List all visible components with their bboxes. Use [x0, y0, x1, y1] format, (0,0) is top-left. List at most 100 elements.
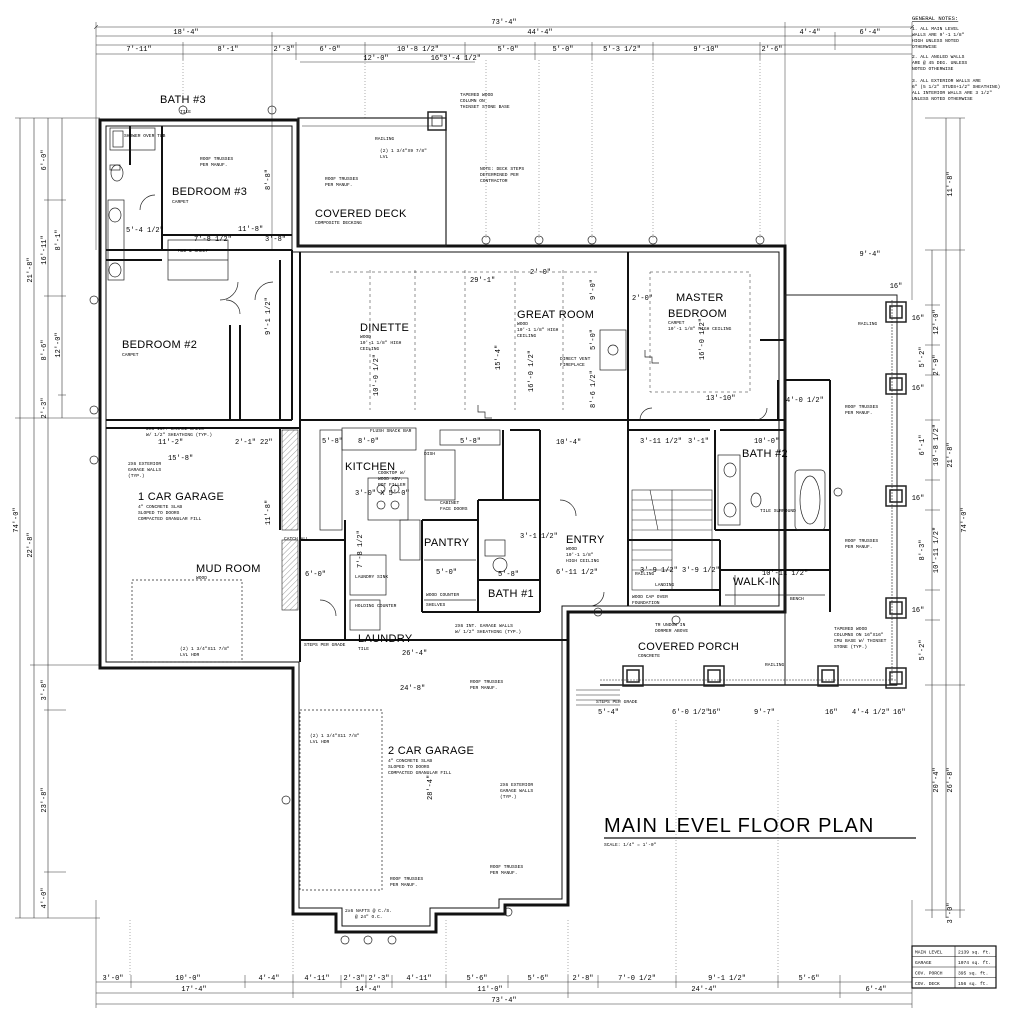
dim-text: 8'-6"	[41, 339, 49, 360]
note-ceiling: WOOD	[517, 321, 528, 327]
note-walls: W/ 1/2" SHEATHING (TYP.)	[455, 629, 521, 635]
drawing-scale: SCALE: 1/4" = 1'-0"	[604, 842, 657, 848]
dim-text: 6'-0"	[319, 46, 340, 54]
dim-interior: 9'-1 1/2"	[265, 297, 273, 335]
dim-text: 3'-0"	[947, 902, 955, 923]
note-kitchen: POT FILLER	[378, 482, 406, 488]
note-header: (2) 1 3/4"X9 7/8"	[380, 148, 427, 154]
note-walkin: BENCH	[790, 596, 804, 602]
room-bedroom-3: BEDROOM #3	[172, 186, 247, 198]
note-line: NOTED OTHERWISE	[912, 66, 954, 72]
note-ceiling: WOOD	[360, 334, 371, 340]
dim-interior: 16"	[708, 709, 721, 717]
dim-text: 16"	[912, 385, 925, 393]
note-carpet: CARPET	[172, 199, 189, 205]
left-dimensions: 74'-0" 21'-8" 22'-8" 6'-0" 16'-11" 8'-1"…	[13, 149, 63, 908]
dim-interior: 3'-1"	[688, 438, 709, 446]
dim-text: 4'-4"	[799, 29, 820, 37]
dim-text: 8'-1"	[217, 46, 238, 54]
room-pantry: PANTRY	[424, 537, 470, 549]
note-mud: CATCH ALL	[284, 536, 309, 542]
interior-walls	[106, 126, 831, 662]
dim-text: 2'-9"	[933, 354, 941, 375]
note-kitchen: FACE DOORS	[440, 506, 468, 512]
note-line: 3. ALL EXTERIOR WALLS ARE	[912, 78, 981, 84]
dim-text: 5'-3 1/2"	[603, 46, 641, 54]
note-ceiling: CEILING	[360, 346, 380, 352]
dim-interior: 16'-0 1/2"	[528, 350, 536, 392]
dim-text: 5'-6"	[466, 975, 487, 983]
fixtures	[89, 105, 843, 945]
note-deck: NOTE: DECK STEPS	[480, 166, 524, 172]
area-value: 1074 sq. ft.	[958, 960, 991, 966]
note-kitchen: CABINET	[440, 500, 460, 506]
dim-interior: 13'-10"	[706, 395, 735, 403]
dim-interior: 8'-0"	[358, 438, 379, 446]
dim-text: 2'-6"	[761, 46, 782, 54]
note-line: UNLESS NOTED OTHERWISE	[912, 96, 973, 102]
note-closet: MUD & SHELF	[178, 248, 209, 254]
note-stair: WOOD CAP OVER	[632, 594, 668, 600]
dim-text: 17'-4"	[181, 986, 206, 994]
right-dimensions: 74'-0" 11'-8" 21'-8" 20'-4" 26'-8" 3'-0"…	[859, 171, 969, 923]
note-line: HIGH UNLESS NOTED	[912, 38, 959, 44]
dim-interior: 6'-0 1/2"	[672, 709, 710, 717]
note-kitchen: COOKTOP W/	[378, 470, 406, 476]
note-laundry: HOLDING COUNTER	[355, 603, 397, 609]
area-value: 395 sq. ft.	[958, 971, 988, 977]
dim-interior: 15'-8"	[168, 455, 193, 463]
note-header: (2) 1 3/4"X11 7/8"	[180, 646, 230, 652]
note-pantry: SHELVES	[426, 602, 446, 608]
dim-interior: 2'-0"	[632, 295, 653, 303]
dim-interior: 3'-1 1/2"	[520, 533, 558, 541]
note-walls: 2X6 EXTERIOR	[500, 782, 533, 788]
top-dimensions: 73'-4" 18'-4" 44'-4" 4'-4" 6'-4" 7'-11" …	[126, 19, 880, 63]
note-walls: (TYP.)	[500, 794, 517, 800]
dim-text: 8'-1"	[55, 229, 63, 250]
note-trusses: PER MANUF.	[490, 870, 518, 876]
dim-interior: 7'-8 1/2"	[194, 236, 232, 244]
room-mud-room: MUD ROOM	[196, 563, 261, 575]
dim-text: 6'-4"	[865, 986, 886, 994]
note-slab: SLOPED TO DOORS	[138, 510, 180, 516]
dim-text: 16"	[912, 315, 925, 323]
note-ceiling: 10'-1 1/8" HIGH CEILING	[668, 326, 732, 332]
dim-top-overall: 73'-4"	[491, 19, 516, 27]
dim-text: 20'-4"	[933, 767, 941, 792]
room-covered-porch: COVERED PORCH	[638, 641, 739, 653]
dim-text: 4'-11"	[304, 975, 329, 983]
dim-text: 74'-0"	[13, 507, 21, 532]
note-column: CMU BASE W/ THINSET	[834, 638, 887, 644]
note-stair: RAILING	[635, 571, 655, 577]
dim-interior: 15'-4"	[495, 345, 503, 370]
dim-interior: 4'-4 1/2"	[852, 709, 890, 717]
dim-interior: 11'-8"	[238, 226, 263, 234]
note-deck: DETERMINED PER	[480, 172, 519, 178]
room-covered-deck: COVERED DECK	[315, 208, 407, 220]
room-notes: CARPET CARPET CARPET 10'-1 1/8" HIGH CEI…	[122, 92, 887, 920]
note-line: ALL INTERIOR WALLS ARE 3 1/2"	[912, 90, 992, 96]
note-header: (2) 1 3/4"X11 7/8"	[310, 733, 360, 739]
room-laundry: LAUNDRY	[358, 633, 413, 645]
note-trusses: ROOF TRUSSES	[390, 876, 423, 882]
note-kitchen: FLUSH SNACK BAR	[370, 428, 412, 434]
dim-text: 9'-4"	[859, 251, 880, 259]
area-label: COV. DECK	[915, 981, 940, 987]
note-trusses: ROOF TRUSSES	[845, 538, 878, 544]
note-ceiling: 10'-1 1/8" HIGH	[360, 340, 402, 346]
dim-interior: 24'-8"	[400, 685, 425, 693]
note-ceiling: 10'-1 1/8" HIGH	[517, 327, 559, 333]
note-rafts: 2x6 NAFTS @ C./S.	[345, 908, 392, 914]
dim-interior: 16"	[893, 709, 906, 717]
note-header: LVL	[380, 154, 389, 160]
dim-text: 74'-0"	[961, 507, 969, 532]
note-walls: W/ 1/2" SHEATHING (TYP.)	[146, 432, 212, 438]
dim-text: 9'-1 1/2"	[708, 975, 746, 983]
room-master-bedroom-line2: BEDROOM	[668, 308, 727, 320]
dim-interior: 10'-11 1/2"	[762, 570, 808, 578]
dim-text: 2'-3"	[273, 46, 294, 54]
dim-text: 10'-8 1/2"	[933, 424, 941, 466]
note-trusses: PER MANUF.	[845, 410, 873, 416]
dim-text: 22'-8"	[27, 532, 35, 557]
